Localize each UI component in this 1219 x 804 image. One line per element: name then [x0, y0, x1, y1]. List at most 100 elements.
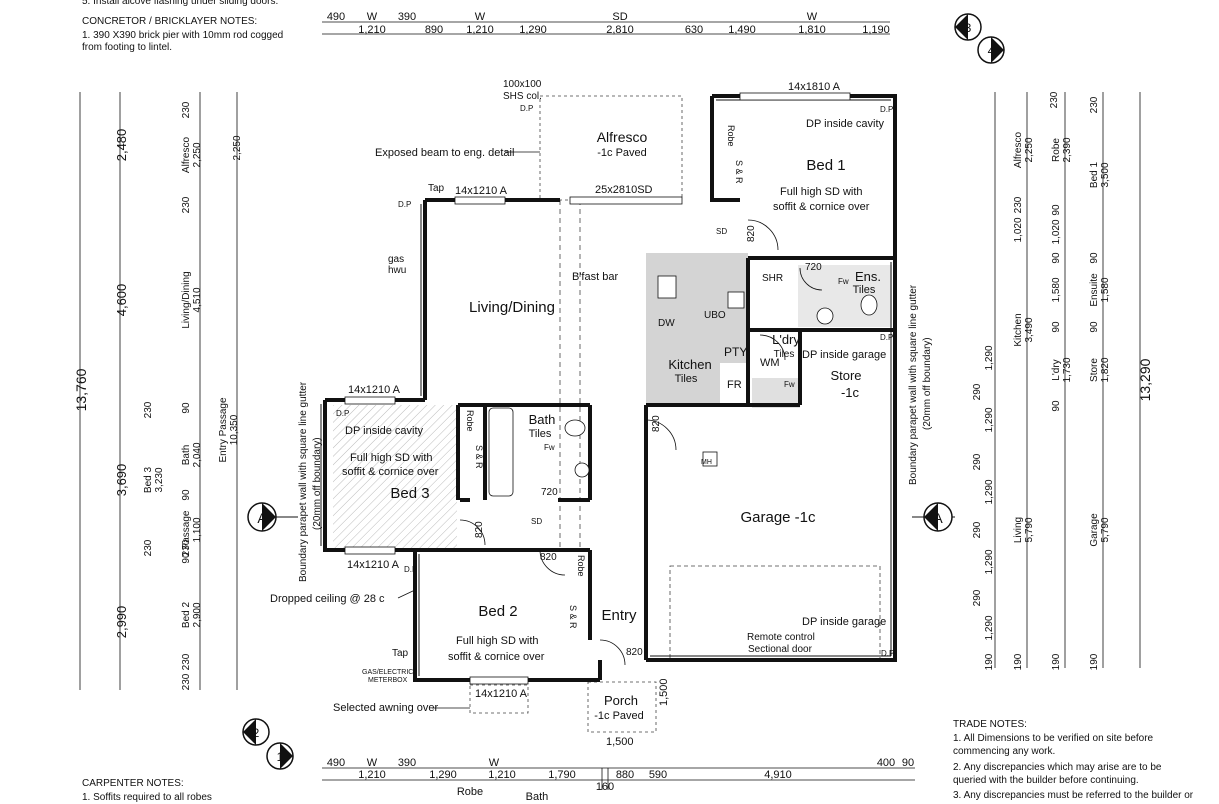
dim-left-230-a: 230	[181, 101, 192, 118]
dim-top-r2-8: 1,190	[862, 24, 890, 36]
alfresco-outline	[539, 95, 683, 201]
label-fw-ldry: Fw	[784, 380, 795, 389]
dim-right-c1-1020: 1,020	[1013, 217, 1024, 242]
room-alfresco: Alfresco	[597, 129, 648, 145]
dim-bot-r1-3: W	[489, 757, 500, 769]
label-boundary-left-2: (20mm off boundary)	[312, 437, 323, 530]
dim-left-room-bed2: Bed 2	[181, 601, 192, 628]
concretor-notes-heading: CONCRETOR / BRICKLAYER NOTES:	[82, 16, 258, 27]
room-ens: Ens.	[855, 269, 881, 284]
trade-note-1a: 1. All Dimensions to be verified on site…	[953, 733, 1154, 744]
door-swings	[459, 219, 823, 666]
bathtub	[488, 407, 514, 497]
dim-right-l8: 1,290	[984, 615, 995, 640]
kitchen-bench-main	[646, 308, 720, 405]
marker-1-label: 1	[277, 750, 284, 764]
walls-inner	[320, 99, 892, 676]
label-pty: PTY	[724, 345, 747, 359]
room-garage: Garage -1c	[740, 509, 816, 526]
leader-lines	[397, 151, 540, 709]
dim-top-r1-5: W	[807, 11, 818, 23]
dim-right-c2-store: Store	[1089, 358, 1100, 382]
marker-2-label: 2	[253, 726, 260, 740]
dim-right-c2-90a: 90	[1051, 204, 1062, 216]
dim-right-c2-robe: Robe	[1051, 138, 1062, 162]
dim-left-230-d: 230	[143, 539, 154, 556]
carpenter-notes-heading: CARPENTER NOTES:	[82, 778, 184, 789]
label-gas: gas	[388, 254, 404, 265]
label-robe-bed2: Robe	[576, 555, 586, 577]
dim-top-r2-2: 1,210	[466, 24, 494, 36]
label-820-garage: 820	[651, 415, 662, 432]
dim-right-c1-2250: 2,250	[1024, 137, 1035, 162]
dim-left-entry-dim: 10,350	[229, 414, 240, 445]
section-marker-right-a[interactable]: A	[912, 502, 955, 532]
dim-left-90-c: 90	[181, 552, 192, 564]
label-720-bath: 720	[541, 487, 558, 498]
dim-left-outer-3: 2,990	[114, 606, 129, 639]
bottom-dimension-string	[322, 767, 915, 790]
dim-left-room-living: Living/Dining	[181, 271, 192, 328]
dim-bot-r1-0: 490	[327, 757, 345, 769]
dim-bot-r2-5: 590	[649, 769, 667, 781]
windows	[344, 92, 851, 685]
bed3-hatch	[333, 405, 457, 548]
dim-top-r1-1: W	[367, 11, 378, 23]
dim-right-c2-90c: 90	[1051, 321, 1062, 333]
marker-a-left-label: A	[257, 510, 267, 526]
dim-left-alfresco-dim: 2,250	[192, 142, 203, 167]
label-820-bed1: 820	[746, 225, 757, 242]
cooktop	[727, 291, 745, 309]
dim-right-c2-2390: 2,390	[1062, 137, 1073, 162]
dim-top-r1-3: W	[475, 11, 486, 23]
dim-right-c1-living: Living	[1013, 517, 1024, 543]
marker-4-label: 4	[988, 44, 995, 58]
carpenter-note-1: 1. Soffits required to all robes	[82, 792, 212, 803]
room-store-sub: -1c	[841, 385, 860, 400]
section-marker-bottom-left[interactable]: 2 1	[242, 718, 294, 770]
dim-right-c1-230: 230	[1049, 91, 1060, 108]
dim-top-r1-0: 490	[327, 11, 345, 23]
dim-left-230-b: 230	[181, 196, 192, 213]
dim-right-l5: 290	[972, 521, 983, 538]
section-marker-left-a[interactable]: A	[247, 502, 298, 532]
dim-right-c3-90: 90	[1089, 252, 1100, 264]
label-soffit-bed1: soffit & cornice over	[773, 201, 870, 213]
dim-left-total: 13,760	[73, 368, 89, 411]
label-dp-cavity-bed1: DP inside cavity	[806, 118, 885, 130]
bath-basin	[574, 462, 590, 478]
label-soffit-bed2: soffit & cornice over	[448, 651, 545, 663]
label-hwu: hwu	[388, 265, 406, 276]
label-fr: FR	[727, 379, 742, 391]
dim-right-c3-190: 190	[1089, 653, 1100, 670]
dim-bot-r1-2: 390	[398, 757, 416, 769]
dim-bot-r2-2: 1,210	[488, 769, 516, 781]
label-dp-bed2: D.P	[404, 565, 417, 574]
label-shr: SHR	[762, 273, 783, 284]
dim-left-90-a: 90	[181, 402, 192, 414]
room-bath: Bath	[529, 412, 556, 427]
ensuite-toilet	[860, 294, 878, 316]
section-marker-top-right[interactable]: 3 4	[954, 13, 1005, 64]
label-win-bed3-bottom: 14x1210 A	[347, 559, 400, 571]
dim-top-r2-5: 630	[685, 24, 703, 36]
kitchen-sink	[657, 275, 677, 299]
top-dimension-string	[322, 21, 890, 35]
label-exposed-beam: Exposed beam to eng. detail	[375, 147, 514, 159]
label-sectional-door: Sectional door	[748, 644, 813, 655]
label-sr-bed3: S & R	[474, 445, 484, 469]
label-tap-top: Tap	[428, 183, 445, 194]
dim-left-passage-dim: 1,100	[192, 517, 203, 542]
dim-right-c2-1820: 1,820	[1100, 357, 1111, 382]
dim-top-r2-6: 1,490	[728, 24, 756, 36]
label-win-living: 14x1210 A	[455, 185, 508, 197]
trade-note-1b: commencing any work.	[953, 746, 1056, 757]
dim-right-c2-ldry: L'dry	[1051, 359, 1062, 380]
dim-left-90-b: 90	[181, 489, 192, 501]
label-sd-2810: 25x2810SD	[595, 184, 653, 196]
dim-right-c2-1020: 1,020	[1051, 219, 1062, 244]
label-win-bed1: 14x1810 A	[788, 81, 841, 93]
dim-left-room-bed3: Bed 3	[143, 466, 154, 493]
label-full-sd-bed3: Full high SD with	[350, 452, 433, 464]
